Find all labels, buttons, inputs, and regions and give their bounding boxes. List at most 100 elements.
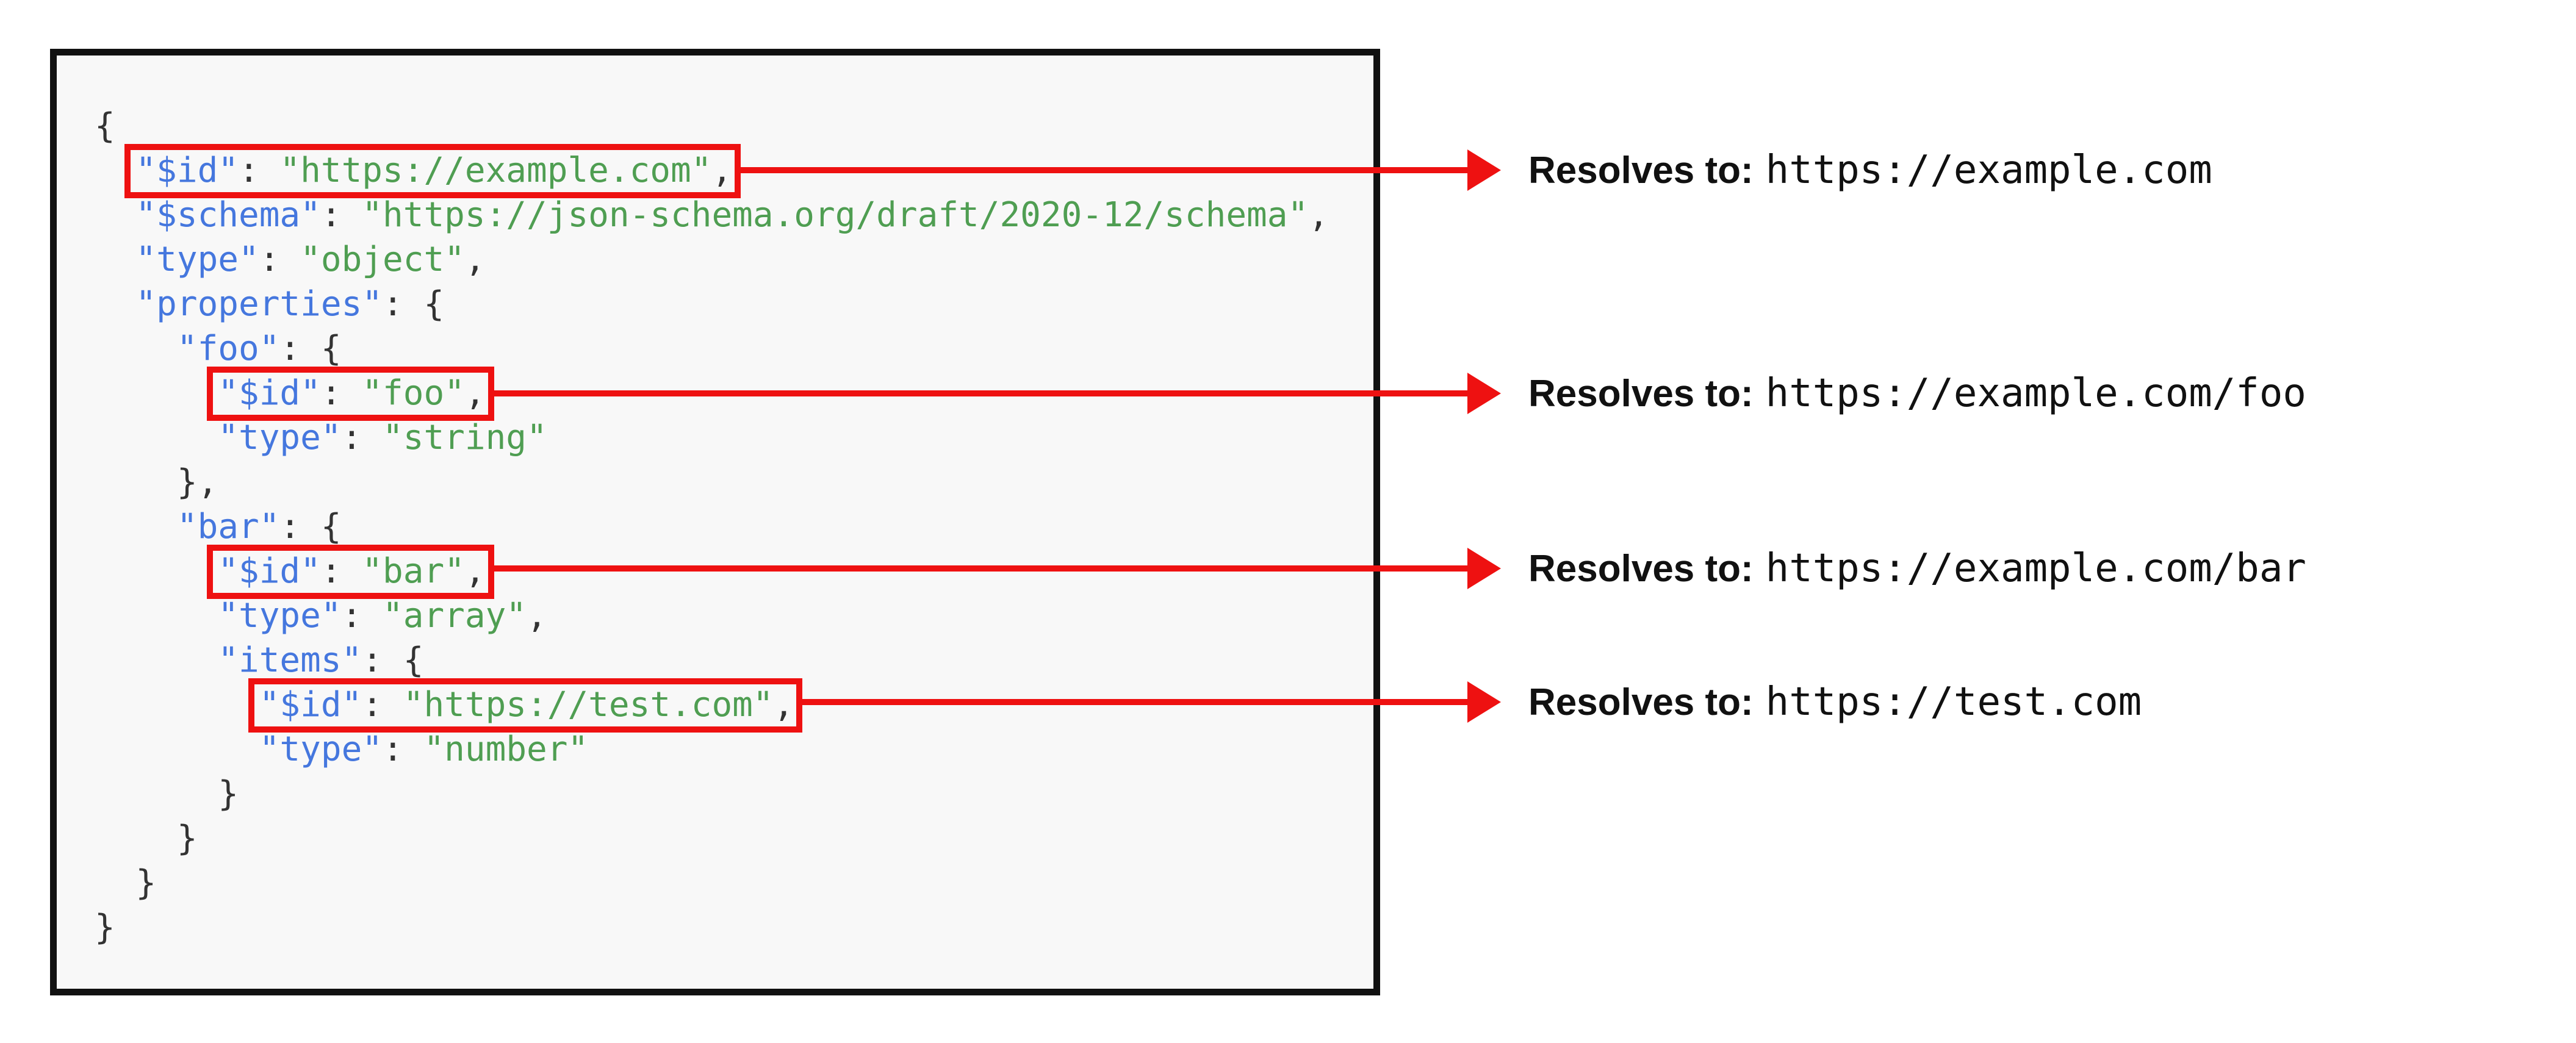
- json-key: "$id": [218, 551, 321, 591]
- annotation-value: https://example.com/bar: [1765, 546, 2306, 591]
- json-punctuation: :: [320, 551, 362, 591]
- json-key: "foo": [176, 329, 280, 368]
- json-key: "properties": [135, 284, 383, 324]
- annotation-label: Resolves to:: [1528, 372, 1754, 415]
- json-key: "bar": [176, 507, 280, 547]
- json-punctuation: : {: [279, 329, 342, 368]
- code-block: {"$id": "https://example.com","$schema":…: [57, 56, 1373, 989]
- code-line-content: "bar": {: [177, 504, 342, 549]
- json-punctuation: ,: [464, 551, 486, 591]
- code-line: "properties": {: [95, 282, 1373, 326]
- json-punctuation: ,: [527, 596, 547, 636]
- json-punctuation: {: [95, 106, 115, 146]
- json-key: "type": [218, 418, 342, 457]
- highlighted-id-line: "$id": "foo",: [207, 367, 494, 421]
- code-line-content: "type": "number": [259, 727, 588, 772]
- annotation-label: Resolves to:: [1528, 681, 1754, 723]
- annotation-root-id: Resolves to: https://example.com: [1528, 137, 2212, 204]
- json-key: "items": [218, 640, 362, 680]
- code-line: "type": "array",: [95, 593, 1373, 638]
- json-key: "$id": [259, 685, 362, 725]
- highlighted-id-line: "$id": "bar",: [207, 545, 494, 599]
- json-punctuation: : {: [362, 640, 424, 680]
- json-punctuation: ,: [464, 373, 486, 413]
- code-line-content: "foo": {: [177, 326, 342, 371]
- code-line: },: [95, 460, 1373, 504]
- json-string: "bar": [362, 551, 465, 591]
- code-line-content: },: [177, 460, 218, 504]
- json-punctuation: : {: [383, 284, 445, 324]
- arrow-bar-id: [492, 565, 1467, 572]
- json-key: "type": [135, 240, 259, 279]
- json-punctuation: :: [320, 373, 362, 413]
- json-punctuation: :: [362, 685, 403, 725]
- code-line-content: }: [95, 905, 115, 950]
- json-string: "object": [300, 240, 465, 279]
- arrow-items-id: [802, 699, 1467, 705]
- code-line: "bar": {: [95, 504, 1373, 549]
- annotation-value: https://test.com: [1765, 679, 2142, 725]
- annotation-value: https://example.com: [1765, 148, 2212, 193]
- code-line: }: [95, 816, 1373, 861]
- json-string: "foo": [362, 373, 465, 413]
- json-string: "https://example.com": [279, 151, 712, 190]
- arrow-foo-id: [492, 390, 1467, 396]
- json-key: "$schema": [135, 195, 321, 235]
- json-string: "https://test.com": [403, 685, 774, 725]
- code-line: {: [95, 104, 1373, 148]
- code-line: }: [95, 772, 1373, 816]
- annotation-items-id: Resolves to: https://test.com: [1528, 668, 2142, 736]
- json-punctuation: :: [383, 729, 424, 769]
- code-line: "$schema": "https://json-schema.org/draf…: [95, 193, 1373, 237]
- json-key: "$id": [135, 151, 239, 190]
- arrow-root-id: [739, 167, 1467, 173]
- json-string: "https://json-schema.org/draft/2020-12/s…: [362, 195, 1309, 235]
- code-line-content: }: [177, 816, 198, 861]
- annotation-foo-id: Resolves to: https://example.com/foo: [1528, 360, 2306, 427]
- annotation-label: Resolves to:: [1528, 149, 1754, 192]
- json-punctuation: : {: [279, 507, 342, 547]
- json-punctuation: ,: [773, 685, 794, 725]
- code-line: }: [95, 905, 1373, 950]
- json-punctuation: :: [341, 596, 383, 636]
- highlighted-id-line: "$id": "https://example.com",: [124, 144, 741, 198]
- json-key: "type": [218, 596, 342, 636]
- json-string: "array": [383, 596, 527, 636]
- json-punctuation: ,: [1308, 195, 1329, 235]
- code-line-content: "$schema": "https://json-schema.org/draf…: [135, 193, 1328, 237]
- code-line: "foo": {: [95, 326, 1373, 371]
- code-line: }: [95, 861, 1373, 905]
- code-line: "type": "number": [95, 727, 1373, 772]
- annotation-value: https://example.com/foo: [1765, 371, 2306, 416]
- json-punctuation: },: [176, 462, 218, 502]
- code-line-content: }: [218, 772, 239, 816]
- code-line-content: "items": {: [218, 638, 423, 683]
- json-punctuation: }: [218, 774, 239, 814]
- code-line: "type": "object",: [95, 237, 1373, 282]
- json-punctuation: :: [320, 195, 362, 235]
- json-punctuation: ,: [711, 151, 733, 190]
- code-line-content: "type": "string": [218, 415, 547, 460]
- code-line-content: }: [135, 861, 156, 905]
- code-line: "items": {: [95, 638, 1373, 683]
- highlighted-id-line: "$id": "https://test.com",: [248, 678, 802, 733]
- json-punctuation: :: [239, 151, 280, 190]
- annotation-bar-id: Resolves to: https://example.com/bar: [1528, 535, 2306, 602]
- code-line-content: "type": "object",: [135, 237, 485, 282]
- code-line-content: "properties": {: [135, 282, 444, 326]
- json-punctuation: }: [176, 819, 198, 858]
- json-string: "number": [423, 729, 589, 769]
- code-line: "type": "string": [95, 415, 1373, 460]
- json-punctuation: :: [341, 418, 383, 457]
- json-punctuation: }: [135, 863, 157, 903]
- json-key: "$id": [218, 373, 321, 413]
- json-schema-code-panel: {"$id": "https://example.com","$schema":…: [50, 49, 1380, 995]
- json-punctuation: :: [259, 240, 301, 279]
- json-punctuation: ,: [464, 240, 486, 279]
- json-punctuation: }: [95, 908, 115, 947]
- json-key: "type": [259, 729, 383, 769]
- code-line-content: {: [95, 104, 115, 148]
- annotation-label: Resolves to:: [1528, 547, 1754, 590]
- json-string: "string": [383, 418, 547, 457]
